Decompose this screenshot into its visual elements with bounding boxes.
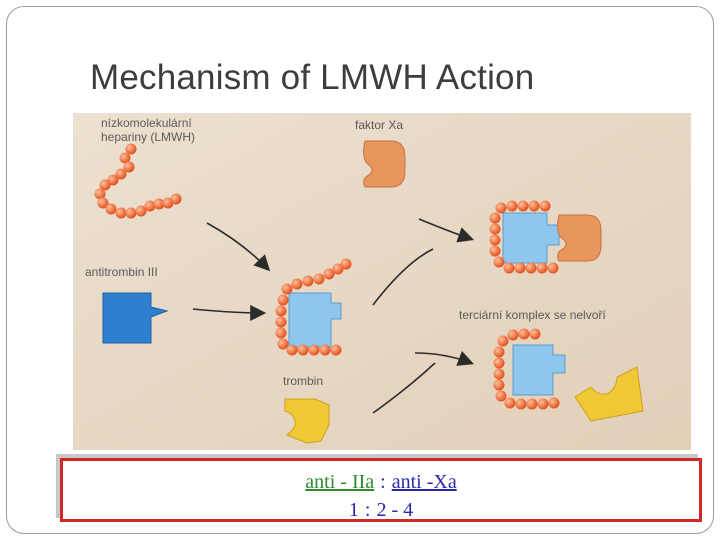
- at-lmwh-complex: [275, 258, 352, 356]
- label-thrombin: trombin: [283, 374, 323, 388]
- label-factor-xa: faktor Xa: [355, 118, 403, 132]
- label-lmwh-line2: hepariny (LMWH): [101, 130, 195, 144]
- arrow-to-complex-bottom: [192, 304, 267, 321]
- label-tertiary-complex: terciární komplex se nelvoří: [459, 308, 606, 322]
- label-antithrombin: antitrombin III: [85, 265, 158, 279]
- thrombin-free-shape: [284, 398, 330, 444]
- ratio-caption-box: anti - IIa:anti -Xa 1:2 - 4: [60, 458, 702, 522]
- antithrombin-free-shape: [102, 292, 169, 344]
- value-separator: :: [364, 499, 371, 521]
- arrow-to-complex-top: [206, 222, 271, 272]
- slide-title: Mechanism of LMWH Action: [90, 58, 535, 97]
- label-lmwh-line1: nízkomolekulární: [101, 116, 192, 130]
- factor-xa-shape: [363, 140, 406, 188]
- xa-ternary-complex: [489, 200, 602, 274]
- arrow-from-center-down: [372, 362, 436, 414]
- arrow-from-center-up: [372, 248, 434, 306]
- thrombin-complex-not-formed: [493, 328, 644, 422]
- ratio-row-labels: anti - IIa:anti -Xa: [63, 471, 699, 494]
- anti-xa-value: 2 - 4: [376, 499, 414, 521]
- lmwh-mechanism-figure: nízkomolekulární hepariny (LMWH) faktor …: [73, 113, 691, 450]
- anti-iia-value: 1: [348, 499, 359, 521]
- anti-xa-label: anti -Xa: [391, 471, 457, 493]
- arrow-to-xa-complex: [418, 218, 475, 243]
- ratio-row-values: 1:2 - 4: [63, 499, 699, 522]
- anti-iia-label: anti - IIa: [305, 471, 375, 493]
- lmwh-chain: [94, 143, 182, 219]
- ratio-separator: :: [380, 471, 386, 493]
- arrow-to-thrombin-complex: [414, 350, 474, 366]
